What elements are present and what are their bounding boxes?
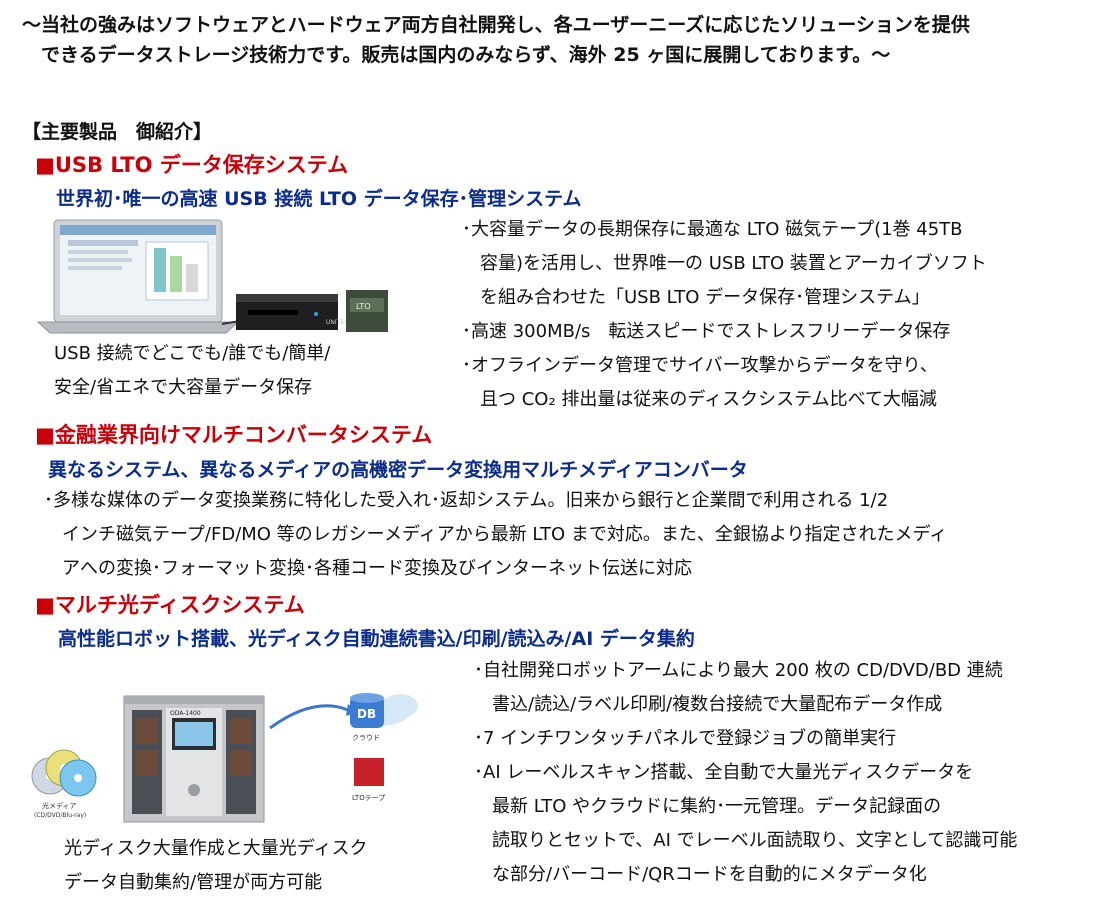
disc-label: 光メディア [42, 801, 77, 810]
device-model-label: ODA-1400 [170, 710, 201, 717]
bullet-line: ･7 インチワンタッチパネルで登録ジョブの簡単実行 [474, 728, 897, 749]
section-subtitle-multi-converter: 異なるシステム、異なるメディアの高機密データ変換用マルチメディアコンバータ [48, 459, 748, 481]
cloud-label: クラウド [352, 734, 380, 742]
bullet-line: 最新 LTO やクラウドに集約･一元管理。データ記録面の [474, 796, 942, 817]
bullet-line: ･高速 300MB/s 転送スピードでストレスフリーデータ保存 [462, 321, 951, 342]
db-label: DB [357, 707, 376, 721]
cloud-db-icon [350, 693, 418, 728]
section-subtitle-optical-disc: 高性能ロボット搭載、光ディスク自動連続書込/印刷/読込み/AI データ集約 [58, 628, 695, 650]
bullet-line: アへの変換･フォーマット変換･各種コード変換及びインターネット伝送に対応 [44, 558, 692, 579]
caption-line: USB 接続でどこでも/誰でも/簡単/ [54, 343, 331, 364]
products-heading: 【主要製品 御紹介】 [22, 121, 213, 143]
flow-arrow [269, 704, 349, 730]
tape-label: LTO [356, 302, 371, 311]
bullet-line: ･オフラインデータ管理でサイバー攻撃からデータを守り、 [462, 355, 938, 376]
caption-line: 安全/省エネで大容量データ保存 [54, 377, 313, 398]
intro-text: 〜当社の強みはソフトウェアとハードウェア両方自社開発し、各ユーザーニーズに応じた… [22, 10, 970, 70]
bullet-line: ･多様な媒体のデータ変換業務に特化した受入れ･返却システム。旧来から銀行と企業間… [44, 490, 889, 511]
optical-disc-caption: 光ディスク大量作成と大量光ディスク データ自動集約/管理が両方可能 [64, 832, 367, 900]
section-title-usb-lto: ■USB LTO データ保存システム [35, 153, 349, 177]
caption-line: データ自動集約/管理が両方可能 [64, 872, 323, 893]
bullet-line: 読取りとセットで、AI でレーベル面読取り、文字として認識可能 [474, 830, 1018, 851]
lto-tape-icon [354, 758, 384, 786]
section-title-multi-converter: ■金融業界向けマルチコンバータシステム [35, 423, 433, 447]
lto-tape-label: LTOテープ [352, 794, 385, 802]
bullet-line: ･AI レーベルスキャン搭載、全自動で大量光ディスクデータを [474, 762, 974, 783]
bullet-line: を組み合わせた「USB LTO データ保存･管理システム」 [462, 287, 930, 308]
laptop-window-titlebar [60, 225, 216, 235]
section-title-optical-disc: ■マルチ光ディスクシステム [35, 593, 305, 617]
bullet-line: 且つ CO₂ 排出量は従来のディスクシステム比べて大幅減 [462, 389, 937, 410]
usb-lto-caption: USB 接続でどこでも/誰でも/簡単/ 安全/省エネで大容量データ保存 [54, 337, 330, 405]
bullet-line: ･大容量データの長期保存に最適な LTO 磁気テープ(1巻 45TB [462, 219, 963, 240]
bullet-line: な部分/バーコード/QRコードを自動的にメタデータ化 [474, 864, 927, 885]
bullet-line: 書込/読込/ラベル印刷/複数台接続で大量配布データ作成 [474, 694, 943, 715]
caption-line: 光ディスク大量作成と大量光ディスク [64, 838, 368, 859]
usb-lto-bullets: ･大容量データの長期保存に最適な LTO 磁気テープ(1巻 45TB 容量)を活… [462, 213, 987, 417]
optical-disc-icon [31, 749, 97, 797]
section-subtitle-usb-lto: 世界初･唯一の高速 USB 接続 LTO データ保存･管理システム [56, 188, 582, 210]
bullet-line: 容量)を活用し、世界唯一の USB LTO 装置とアーカイブソフト [462, 253, 987, 274]
intro-line-1: 〜当社の強みはソフトウェアとハードウェア両方自社開発し、各ユーザーニーズに応じた… [22, 14, 970, 36]
laptop-base [36, 321, 240, 334]
bullet-line: ･自社開発ロボットアームにより最大 200 枚の CD/DVD/BD 連続 [474, 660, 1003, 681]
optical-disc-bullets: ･自社開発ロボットアームにより最大 200 枚の CD/DVD/BD 連続 書込… [474, 654, 1017, 892]
bullet-line: インチ磁気テープ/FD/MO 等のレガシーメディアから最新 LTO まで対応。ま… [44, 524, 948, 545]
multi-converter-bullets: ･多様な媒体のデータ変換業務に特化した受入れ･返却システム。旧来から銀行と企業間… [44, 484, 947, 586]
usb-lto-product-image: UNITEX LTO [36, 219, 388, 334]
optical-disc-robot-device: ODA-1400 [123, 695, 265, 823]
optical-disc-product-image: 光メディア (CD/DVD/Blu-ray) ODA-1400 DB クラウド … [31, 693, 418, 823]
disc-sub-label: (CD/DVD/Blu-ray) [34, 812, 86, 819]
drive-brand-label: UNITEX [326, 319, 348, 326]
intro-line-2: できるデータストレージ技術力です。販売は国内のみならず、海外 25 ヶ国に展開し… [22, 44, 891, 66]
